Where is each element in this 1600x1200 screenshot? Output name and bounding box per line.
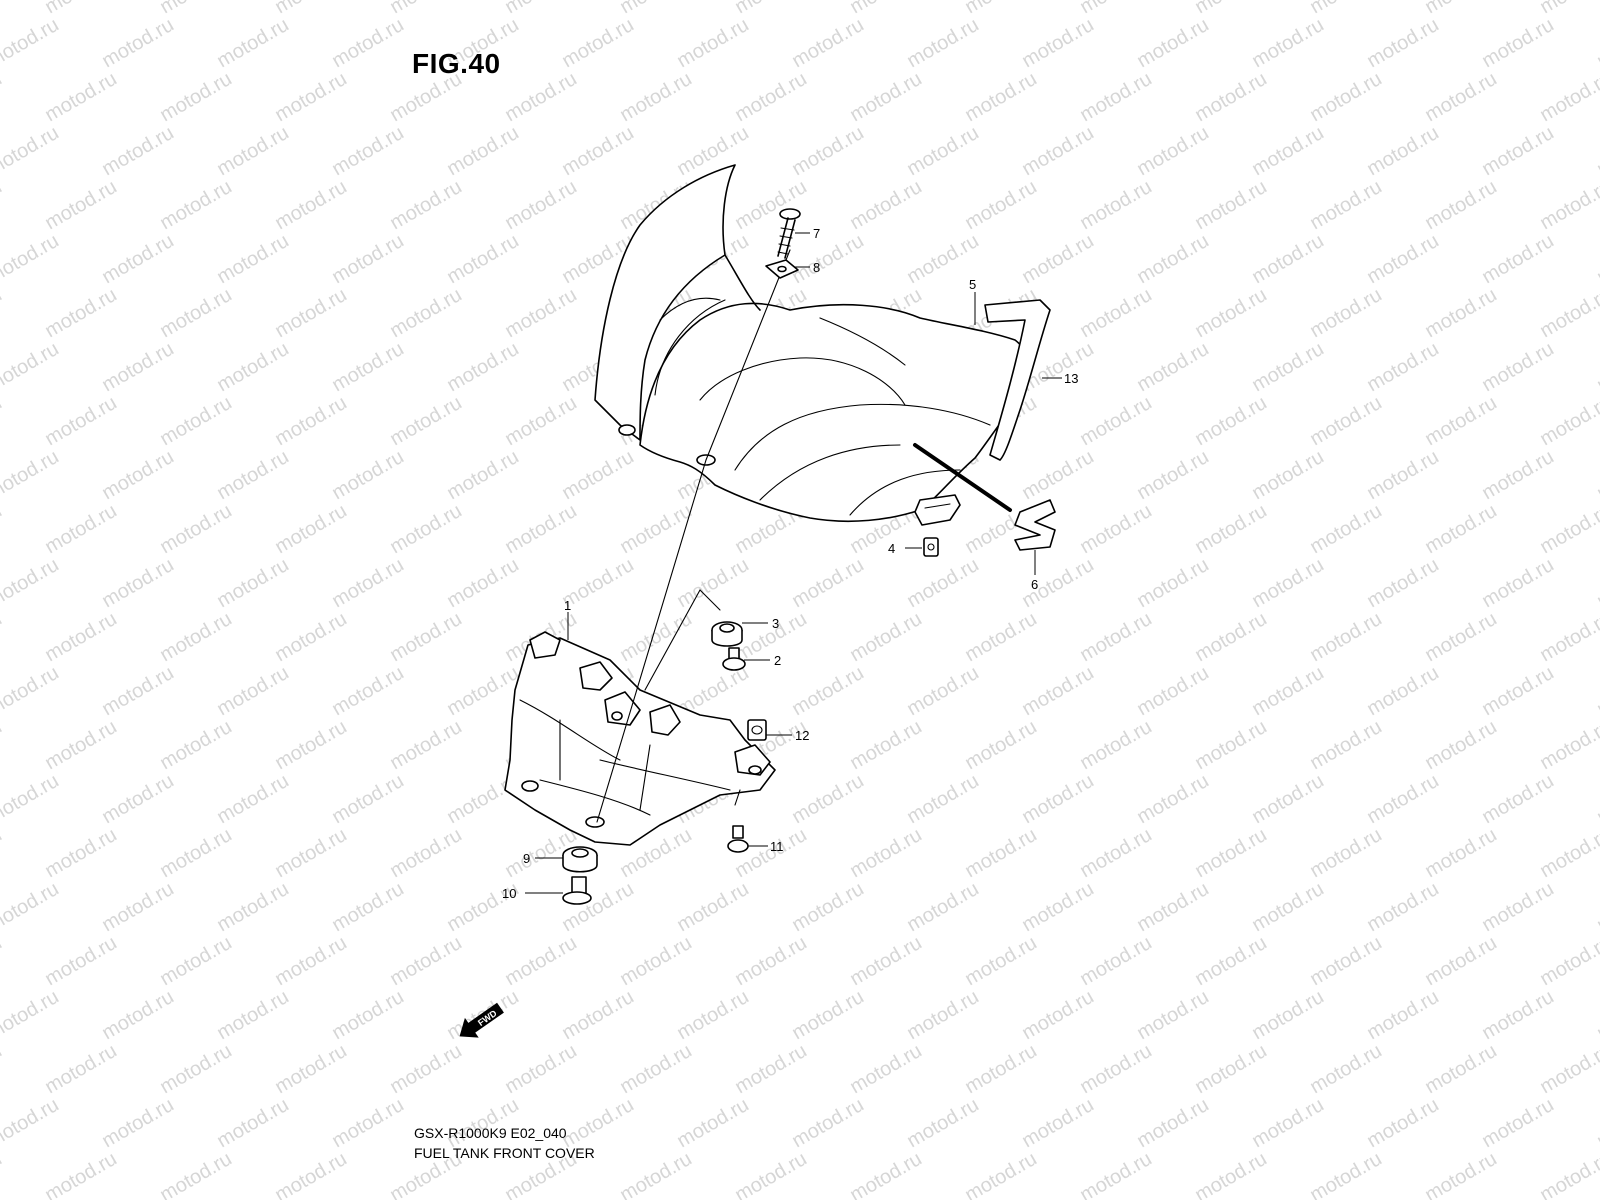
part-number-11: 11 (770, 839, 784, 854)
fwd-arrow-icon: FWD (459, 1002, 504, 1038)
clip-nut-drawing (923, 537, 939, 557)
washer-drawing (765, 259, 799, 279)
part-number-7: 7 (813, 226, 820, 241)
part-number-4: 4 (888, 541, 895, 556)
emblem-pointer-line (913, 443, 1012, 512)
figure-title: FIG.40 (412, 48, 501, 79)
part-number-9: 9 (523, 851, 530, 866)
trim-strip-drawing (984, 299, 1051, 461)
collar-10-drawing (562, 876, 592, 905)
figure-caption: GSX-R1000K9 E02_040 FUEL TANK FRONT COVE… (414, 1123, 595, 1163)
alignment-line (705, 249, 791, 461)
alignment-line (596, 459, 707, 823)
part-number-2: 2 (774, 653, 781, 668)
part-number-6: 6 (1031, 577, 1038, 592)
part-number-labels: 7 8 5 13 4 6 1 3 2 12 11 9 10 (502, 226, 1078, 901)
leader-lines (525, 232, 1062, 894)
alignment-line (644, 589, 701, 691)
part-number-1: 1 (564, 598, 571, 613)
figure-name: FUEL TANK FRONT COVER (414, 1145, 595, 1161)
part-number-10: 10 (502, 886, 516, 901)
part-number-12: 12 (795, 728, 809, 743)
part-number-5: 5 (969, 277, 976, 292)
fuel-tank-front-cover-drawing (594, 164, 1029, 526)
alignment-line (699, 589, 721, 611)
emblem-drawing (1014, 499, 1056, 551)
bolt-drawing (777, 208, 801, 259)
clip-nut-12-drawing (747, 719, 767, 741)
collar-drawing (722, 647, 746, 671)
part-number-13: 13 (1064, 371, 1078, 386)
grommet-9-drawing (562, 846, 598, 873)
screw-drawing (727, 825, 749, 853)
alignment-line (734, 789, 741, 806)
part-number-8: 8 (813, 260, 820, 275)
model-code: GSX-R1000K9 E02_040 (414, 1125, 567, 1141)
lower-bracket-drawing (504, 631, 776, 846)
part-number-3: 3 (772, 616, 779, 631)
grommet-drawing (711, 621, 743, 647)
